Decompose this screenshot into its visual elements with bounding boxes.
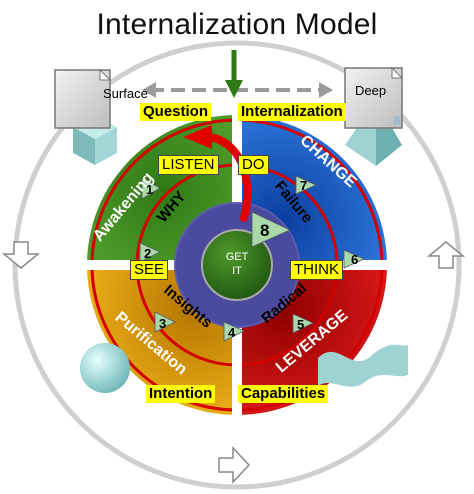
label-capabilities: Capabilities — [238, 385, 329, 403]
step-2-number: 2 — [144, 246, 151, 261]
surface-document-icon — [54, 68, 112, 129]
step-3-arrow-icon — [154, 311, 176, 333]
surface-label: Surface — [103, 86, 148, 101]
label-intention: Intention — [146, 385, 216, 403]
step-7-number: 7 — [300, 178, 307, 193]
step-2-arrow-icon — [139, 242, 161, 263]
down-arrow-icon — [225, 80, 243, 98]
bottom-right-cycle-arrow-icon — [218, 446, 251, 484]
step-3-number: 3 — [159, 316, 166, 331]
step-5-number: 5 — [297, 317, 304, 332]
label-question: Question — [140, 103, 212, 121]
action-listen: LISTEN — [158, 155, 219, 175]
center-label-line2: IT — [232, 265, 242, 277]
big-red-arrowhead-icon — [183, 125, 212, 149]
page-title: Internalization Model — [96, 8, 378, 41]
get-it-center — [201, 229, 273, 301]
step-5-arrow-icon — [292, 313, 314, 334]
deep-label: Deep — [355, 83, 386, 98]
step-6-number: 6 — [351, 252, 358, 267]
action-think: THINK — [290, 260, 343, 280]
right-up-cycle-arrow-icon — [426, 241, 466, 269]
action-see: SEE — [130, 260, 169, 280]
step-7-arrow-icon — [295, 175, 317, 195]
center-label-line1: GET — [226, 251, 249, 263]
deep-badge: 8 — [393, 113, 400, 128]
step-1-arrow-icon — [141, 177, 161, 200]
cycle-ring — [12, 40, 462, 490]
step-1-number: 1 — [146, 182, 153, 197]
left-down-cycle-arrow-icon — [1, 241, 41, 269]
wave-icon — [318, 344, 408, 387]
step-4-arrow-icon — [223, 321, 245, 342]
step-8-arrow-icon — [251, 211, 291, 248]
sphere-icon — [80, 343, 130, 393]
step-4-number: 4 — [228, 325, 236, 340]
left-arrowhead-icon — [142, 82, 156, 98]
right-arrowhead-icon — [319, 82, 333, 98]
action-do: DO — [238, 155, 269, 175]
label-internalization: Internalization — [238, 103, 346, 121]
step-6-arrow-icon — [343, 249, 365, 269]
step-8-number: 8 — [260, 221, 269, 240]
